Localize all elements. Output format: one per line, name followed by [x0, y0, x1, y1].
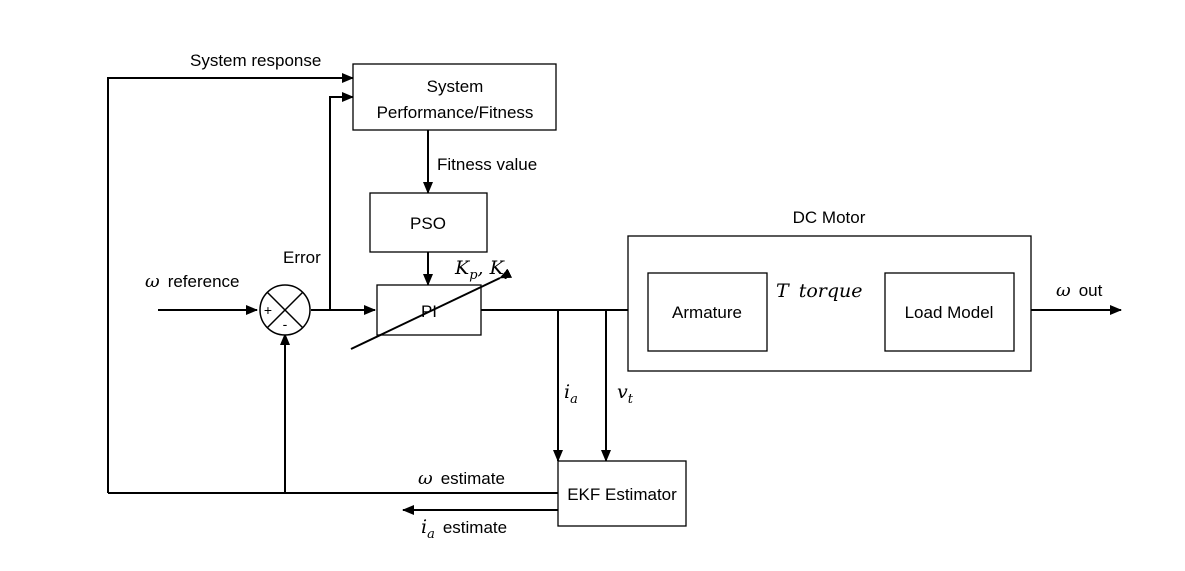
load-model-label: Load Model — [905, 303, 994, 322]
pi-block — [376, 284, 482, 336]
ia-label: ia — [564, 381, 578, 407]
omega-out-label: ω out — [1056, 280, 1103, 301]
kp-ki-label: Kp, Ki — [454, 257, 508, 283]
armature-label: Armature — [672, 303, 742, 322]
performance-block — [352, 63, 557, 131]
performance-label-line2: Performance/Fitness — [377, 103, 534, 122]
torque-label: T torque — [776, 280, 863, 302]
plus-sign: + — [264, 302, 272, 318]
omega-estimate-label: ω estimate — [418, 468, 505, 489]
system-response-wire — [107, 73, 354, 493]
omega-reference-label: ω reference — [145, 271, 240, 292]
minus-sign: - — [283, 316, 288, 332]
pso-block — [369, 192, 488, 253]
tuning-arrow-icon — [350, 268, 513, 350]
ia-estimate-label: ia estimate — [421, 516, 507, 542]
summing-junction: + - — [259, 284, 311, 336]
ekf-estimator-label: EKF Estimator — [567, 485, 677, 504]
dc-motor-label: DC Motor — [793, 208, 866, 227]
ekf-estimator-block — [557, 460, 687, 527]
error-to-performance-wire — [329, 92, 354, 310]
pso-label: PSO — [410, 214, 446, 233]
fitness-value-label: Fitness value — [437, 155, 537, 174]
armature-block — [647, 272, 768, 352]
performance-label-line1: System — [427, 77, 484, 96]
load-model-block — [884, 272, 1015, 352]
vt-label: vt — [617, 381, 634, 407]
system-response-label: System response — [190, 51, 321, 70]
error-label: Error — [283, 248, 321, 267]
